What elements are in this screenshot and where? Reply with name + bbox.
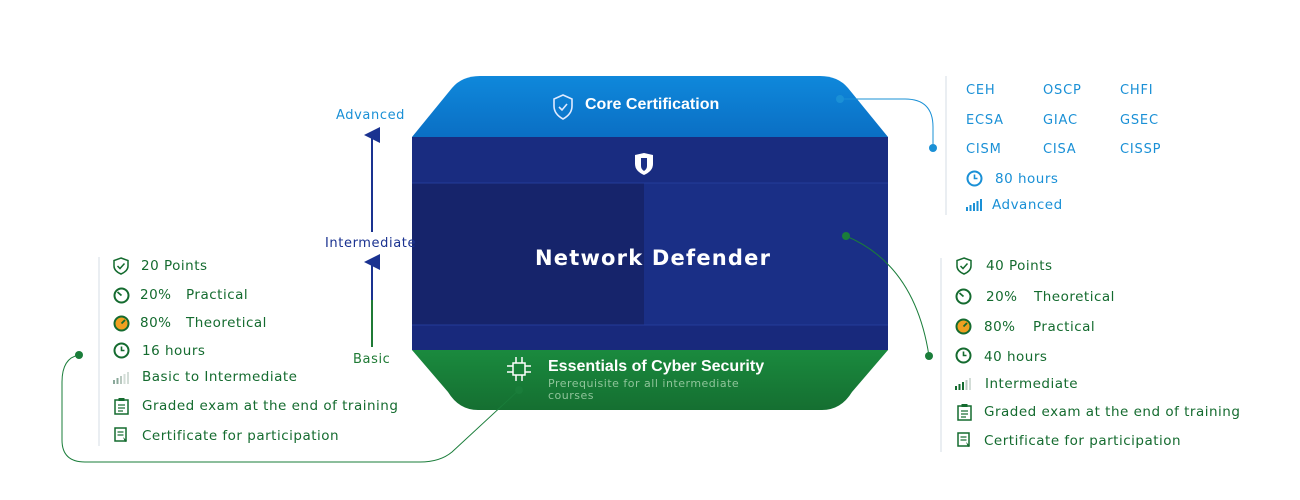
cert-item: CHFI [1120, 83, 1154, 98]
right-theoretical-label: Theoretical [1034, 289, 1115, 305]
shield-badge-icon [553, 94, 573, 120]
right-theoretical-percent: 20% [986, 289, 1018, 305]
certificate-icon [114, 427, 127, 442]
left-practical-percent: 20% [140, 287, 172, 303]
level-label-advanced: Advanced [336, 108, 406, 123]
level-label-basic: Basic [353, 352, 391, 367]
right-points: 40 Points [986, 258, 1053, 274]
left-points: 20 Points [141, 258, 208, 274]
cert-item: CISM [966, 142, 1002, 157]
shield-check-icon [113, 257, 129, 275]
network-defender-connector-dot [925, 352, 933, 360]
left-exam: Graded exam at the end of training [142, 398, 399, 414]
essentials-connector-dot [75, 351, 83, 359]
left-practical-label: Practical [186, 287, 249, 303]
level-label-intermediate: Intermediate [325, 236, 417, 251]
essentials-block [412, 350, 888, 410]
certificate-icon [957, 432, 970, 447]
shield-check-icon [956, 257, 972, 275]
left-theoretical-label: Theoretical [186, 315, 267, 331]
cert-item: GIAC [1043, 113, 1078, 128]
left-theoretical-percent: 80% [140, 315, 172, 331]
network-defender-title: Network Defender [535, 246, 772, 270]
essentials-connector-dot [515, 386, 523, 394]
exam-sheet-icon [957, 404, 972, 421]
gauge-icon [955, 288, 972, 305]
core-hours: 80 hours [995, 171, 1059, 187]
clock-icon [113, 342, 130, 359]
essentials-title: Essentials of Cyber Security [548, 358, 765, 375]
core-connector-dot [929, 144, 937, 152]
block-shade-left [412, 183, 644, 325]
core-level: Advanced [992, 197, 1063, 213]
circuit-chip-icon [507, 357, 531, 381]
core-certification-title: Core Certification [585, 96, 720, 113]
core-certification-block [412, 76, 888, 137]
essentials-connector-line [61, 354, 520, 463]
essentials-subtitle: Prerequisite for all intermediate course… [548, 377, 740, 402]
network-defender-connector-dot [842, 232, 850, 240]
exam-sheet-icon [114, 398, 129, 415]
cert-item: CISSP [1120, 142, 1162, 157]
right-practical-percent: 80% [984, 319, 1016, 335]
cert-item: CEH [966, 83, 996, 98]
right-level: Intermediate [985, 376, 1079, 392]
gauge-orange-icon [113, 315, 130, 332]
cert-item: CISA [1043, 142, 1077, 157]
cert-item: ECSA [966, 113, 1004, 128]
right-exam: Graded exam at the end of training [984, 404, 1241, 420]
cert-item: OSCP [1043, 83, 1082, 98]
shield-icon [635, 153, 653, 175]
gauge-icon [113, 287, 130, 304]
block-footer-band [412, 325, 888, 350]
gauge-orange-icon [955, 318, 972, 335]
clock-icon [955, 347, 972, 364]
right-hours: 40 hours [984, 349, 1048, 365]
left-certificate: Certificate for participation [142, 428, 340, 444]
right-practical-label: Practical [1033, 319, 1096, 335]
cert-item: GSEC [1120, 113, 1159, 128]
core-connector-line [840, 98, 934, 148]
left-level: Basic to Intermediate [142, 369, 298, 385]
signal-bars-icon [113, 372, 129, 384]
signal-bars-icon [955, 378, 971, 390]
core-connector-dot [836, 95, 844, 103]
left-hours: 16 hours [142, 343, 206, 359]
right-certificate: Certificate for participation [984, 433, 1182, 449]
network-defender-connector-line [845, 235, 930, 357]
clock-icon [966, 170, 983, 187]
signal-bars-icon [966, 199, 982, 211]
